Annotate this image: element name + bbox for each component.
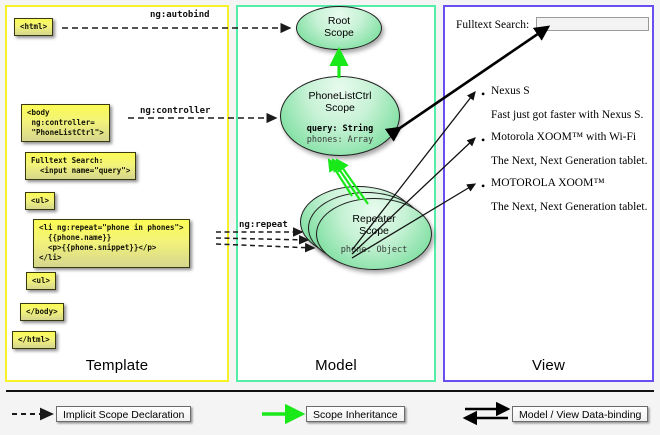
view-search-label: Fulltext Search: [456, 19, 530, 31]
view-phone-snippet-2: The Next, Next Generation tablet. [491, 201, 648, 213]
view-search-input[interactable] [536, 17, 649, 31]
view-bullet-dot-2: • [481, 179, 486, 193]
code-box-ul-close-tag: <ul> [26, 272, 57, 291]
code-box-body-open-tag: <body ng:controller= "PhoneListCtrl"> [21, 104, 110, 143]
scope-repeater-props: phone: Object [340, 245, 408, 256]
view-bullet-dot-1: • [481, 133, 486, 147]
legend-model-view-data-binding: Model / View Data-binding [512, 406, 649, 422]
edge-label-ng-controller: ng:controller [140, 106, 211, 116]
legend-scope-inheritance: Scope Inheritance [306, 406, 405, 422]
code-box-li-repeat: <li ng:repeat="phone in phones"> {{phone… [33, 219, 190, 268]
edge-label-ng-repeat: ng:repeat [239, 220, 288, 230]
view-phone-snippet-1: The Next, Next Generation tablet. [491, 155, 648, 167]
code-box-body-close-tag: </body> [20, 303, 64, 322]
legend-separator [6, 390, 654, 392]
view-pane: Fulltext Search: • Nexus S Fast just got… [443, 5, 654, 382]
view-phone-name-0: Nexus S [491, 85, 530, 97]
column-template-label: Template [85, 357, 149, 374]
view-phone-name-1: Motorola XOOM™ with Wi-Fi [491, 131, 637, 143]
column-model-label: Model [315, 357, 357, 374]
code-box-fulltext-search: Fulltext Search: <input name="query"> [25, 152, 137, 181]
view-phone-snippet-0: Fast just got faster with Nexus S. [491, 109, 644, 121]
legend-implicit-scope-declaration: Implicit Scope Declaration [56, 406, 192, 422]
code-box-html-open-tag: <html> [14, 18, 54, 37]
edge-label-ng-autobind: ng:autobind [150, 10, 210, 20]
view-bullet-dot-0: • [481, 87, 486, 101]
view-phone-name-2: MOTOROLA XOOM™ [491, 177, 605, 189]
code-box-html-close-tag: </html> [12, 331, 56, 350]
code-box-ul-open-tag: <ul> [25, 192, 56, 211]
column-view-label: View [531, 357, 566, 374]
